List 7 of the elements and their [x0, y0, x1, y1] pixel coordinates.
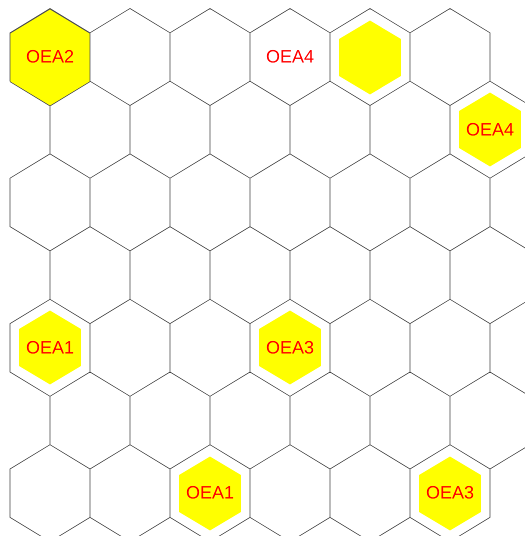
hex-label: OEA1	[184, 482, 236, 504]
hex-label: OEA4	[264, 46, 316, 68]
hex-label: OEA3	[424, 482, 476, 504]
hex-label: OEA2	[24, 46, 76, 68]
hex-label: OEA4	[464, 119, 516, 140]
hex-label: OEA3	[264, 337, 316, 358]
hex-label: OEA1	[24, 337, 76, 358]
